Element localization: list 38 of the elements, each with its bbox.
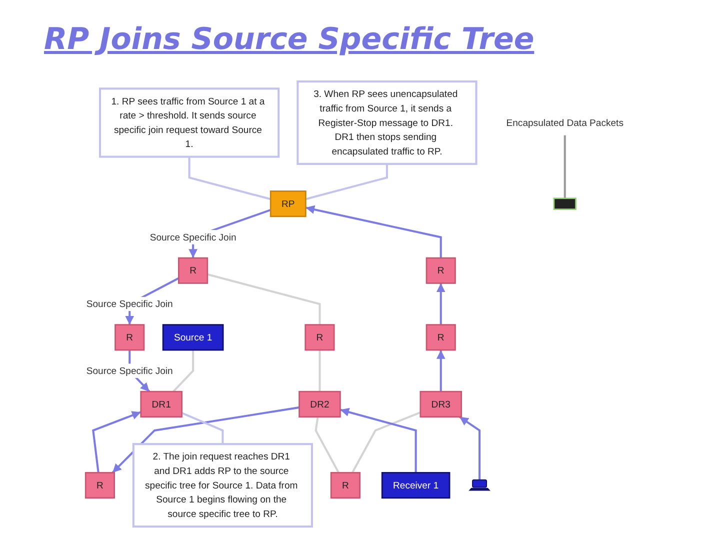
node-box: 1. RP sees traffic from Source 1 at a rate > threshold. It sends source specific join request toward Source 1. bbox=[98, 88, 280, 158]
node-box: Receiver 1 bbox=[381, 472, 450, 499]
connector bbox=[564, 135, 566, 198]
connector bbox=[314, 416, 340, 474]
node-box: Source 1 bbox=[162, 324, 224, 351]
node-box: R bbox=[178, 257, 208, 284]
connector bbox=[305, 164, 388, 200]
arrow bbox=[458, 416, 481, 480]
node-box: R bbox=[426, 257, 456, 284]
node-box: DR2 bbox=[298, 390, 341, 418]
edge-label: Source Specific Join bbox=[86, 365, 173, 376]
arrow bbox=[340, 408, 417, 473]
arrow bbox=[305, 205, 442, 258]
connector bbox=[188, 156, 271, 200]
node-text: Encapsulated Data Packets bbox=[506, 116, 624, 128]
node-box: DR3 bbox=[420, 390, 462, 418]
node-box: R bbox=[114, 324, 145, 351]
arrow bbox=[436, 283, 446, 325]
connector bbox=[318, 350, 321, 392]
edge-label: Source Specific Join bbox=[150, 231, 236, 242]
connector bbox=[351, 411, 421, 474]
connector bbox=[172, 350, 194, 392]
node-box: R bbox=[84, 472, 115, 499]
node-box: 3. When RP sees unencapsulated traffic from Source 1, it sends a Register-Stop message to DR1. DR1 then stops sending encapsulated traffic to RP. bbox=[296, 80, 478, 165]
node-box: R bbox=[304, 324, 335, 351]
arrow bbox=[112, 406, 300, 474]
node-box: R bbox=[426, 324, 456, 351]
arrow bbox=[92, 411, 142, 473]
node-box: RP bbox=[270, 190, 306, 218]
arrow bbox=[436, 350, 446, 392]
node-box: 2. The join request reaches DR1 and DR1 adds RP to the source specific tree for Source 1. Data from Source 1 begins flowing on the source specific tree to RP. bbox=[132, 443, 314, 528]
node-box: R bbox=[330, 472, 360, 499]
edge-label: Source Specific Join bbox=[86, 298, 173, 310]
connector bbox=[181, 412, 224, 444]
connector bbox=[207, 273, 321, 325]
node-box bbox=[553, 198, 576, 210]
title: RP Joins Source Specific Tree bbox=[44, 22, 534, 57]
node-box: DR1 bbox=[140, 390, 182, 418]
